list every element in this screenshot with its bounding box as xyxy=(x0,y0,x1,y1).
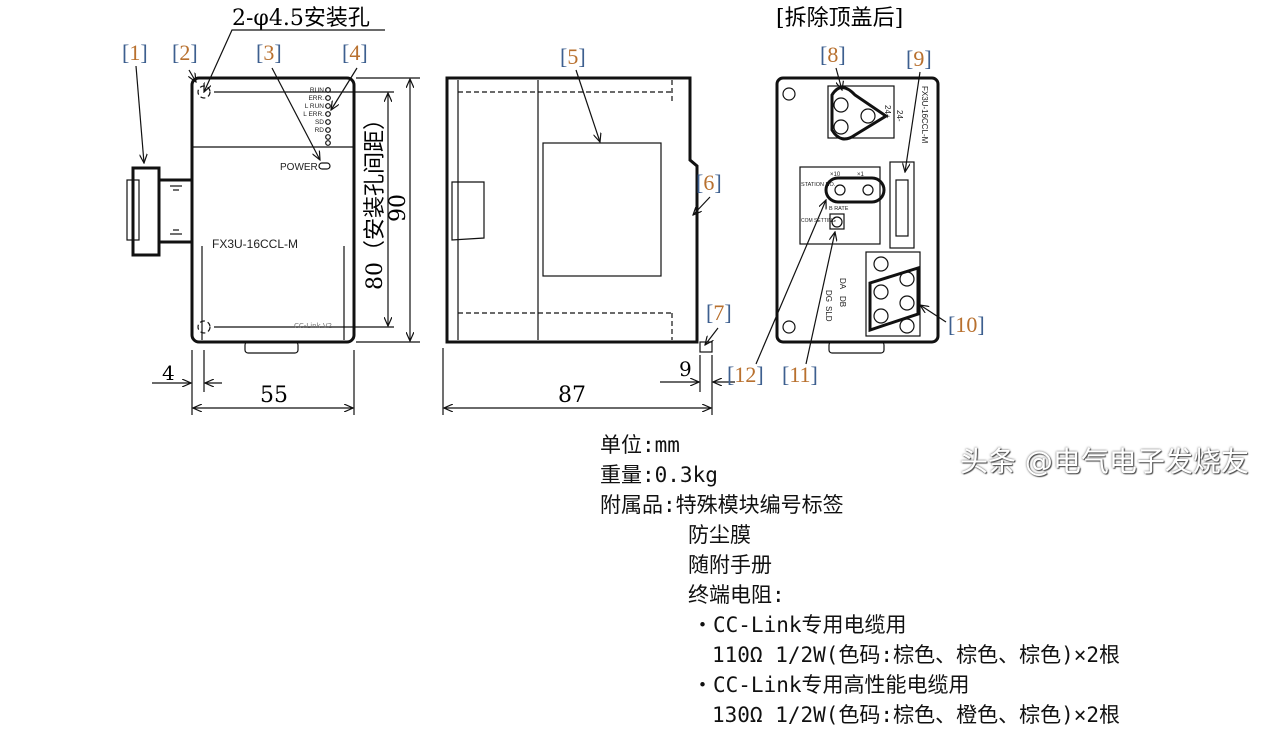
callout-3: [3] xyxy=(256,40,282,65)
terminal-da: DA xyxy=(838,278,847,290)
terminal-24m-label: 24- xyxy=(895,110,904,122)
cover-removed-view: [拆除顶盖后] 24+ 24- FX3U-16CCL-M STATION NO.… xyxy=(727,6,985,387)
dim-rail: 9 xyxy=(679,357,692,381)
cc-link-connector xyxy=(889,161,915,249)
mount-hole-bottom xyxy=(197,320,211,334)
side-body xyxy=(445,76,699,344)
led-sd-label: SD xyxy=(315,119,324,126)
dim-offset: 4 xyxy=(162,361,175,385)
callout-11: [11] xyxy=(782,362,818,387)
led-indicators: RUN ERR. L RUN L ERR. SD RD xyxy=(303,87,331,146)
side-view: [5] [6] [7] 87 9 xyxy=(442,44,735,415)
callout-1: [1] xyxy=(122,40,148,65)
led-lerr-label: L ERR. xyxy=(303,111,324,118)
callout-7: [7] xyxy=(706,300,732,325)
brate-label: B RATE xyxy=(829,206,849,212)
callout-2: [2] xyxy=(172,40,198,65)
din-hook xyxy=(244,341,299,354)
led-run-label: RUN xyxy=(310,87,324,94)
terminal-24p-label: 24+ xyxy=(883,105,892,119)
callout-10: [10] xyxy=(948,312,985,337)
x1-label: ×1 xyxy=(857,172,865,178)
model-vertical-label: FX3U-16CCL-M xyxy=(920,86,929,144)
terminal-sld: SLD xyxy=(824,306,833,322)
station-x1-switch[interactable] xyxy=(862,184,874,196)
power-led xyxy=(318,162,331,170)
accessory-resistor: 终端电阻: xyxy=(688,583,785,607)
led-err-label: ERR. xyxy=(308,95,324,102)
brate-switch[interactable] xyxy=(831,216,843,228)
power-label: POWER xyxy=(280,162,318,173)
terminal-dg: DG xyxy=(824,290,833,302)
com-setting-label: COM SETTING xyxy=(801,218,836,224)
led-lrun-label: L RUN xyxy=(305,103,325,110)
label-window xyxy=(542,142,662,277)
model-label: FX3U-16CCL-M xyxy=(212,237,298,251)
resistor-1-title: ・CC-Link专用电缆用 xyxy=(692,613,907,637)
station-label: STATION NO. xyxy=(801,182,836,188)
accessories-heading: 附属品:特殊模块编号标签 xyxy=(600,493,844,517)
unit-text: 单位:mm xyxy=(600,433,680,457)
side-tab xyxy=(451,181,485,241)
front-body xyxy=(190,76,356,344)
resistor-1-value: 110Ω 1/2W(色码:棕色、棕色、棕色)×2根 xyxy=(712,643,1121,667)
x10-label: ×10 xyxy=(830,172,841,178)
weight-text: 重量:0.3kg xyxy=(600,463,718,487)
watermark: 头条 @电气电子发烧友 xyxy=(960,445,1249,478)
cover-removed-title: [拆除顶盖后] xyxy=(776,6,903,31)
extension-connector xyxy=(126,166,194,257)
hole-note: 2-φ4.5安装孔 xyxy=(232,6,370,31)
callout-5: [5] xyxy=(560,44,586,69)
callout-8: [8] xyxy=(820,42,846,67)
callout-9: [9] xyxy=(906,46,932,71)
callout-12: [12] xyxy=(727,362,764,387)
callout-6: [6] xyxy=(696,170,722,195)
station-x10-switch[interactable] xyxy=(834,184,846,196)
dim-width: 55 xyxy=(260,383,288,408)
dim-hole-pitch: 80（安装孔间距） xyxy=(363,108,388,290)
accessory-manual: 随附手册 xyxy=(688,553,772,577)
resistor-2-value: 130Ω 1/2W(色码:棕色、橙色、棕色)×2根 xyxy=(712,703,1121,727)
resistor-2-title: ・CC-Link专用高性能电缆用 xyxy=(692,673,970,697)
led-rd-label: RD xyxy=(315,127,325,134)
cc-link-logo: CC-Link V2 xyxy=(294,322,332,330)
mount-hole-top xyxy=(197,85,211,99)
specifications: 单位:mm 重量:0.3kg 附属品:特殊模块编号标签 防尘膜 随附手册 终端电… xyxy=(600,430,1120,730)
dim-depth: 87 xyxy=(558,383,586,408)
callout-4: [4] xyxy=(342,40,368,65)
accessory-dust-film: 防尘膜 xyxy=(688,523,751,547)
dim-height: 90 xyxy=(386,194,411,222)
terminal-db: DB xyxy=(838,296,847,307)
front-view: 2-φ4.5安装孔 80（安装孔间距） 90 RUN ERR. xyxy=(122,6,420,415)
